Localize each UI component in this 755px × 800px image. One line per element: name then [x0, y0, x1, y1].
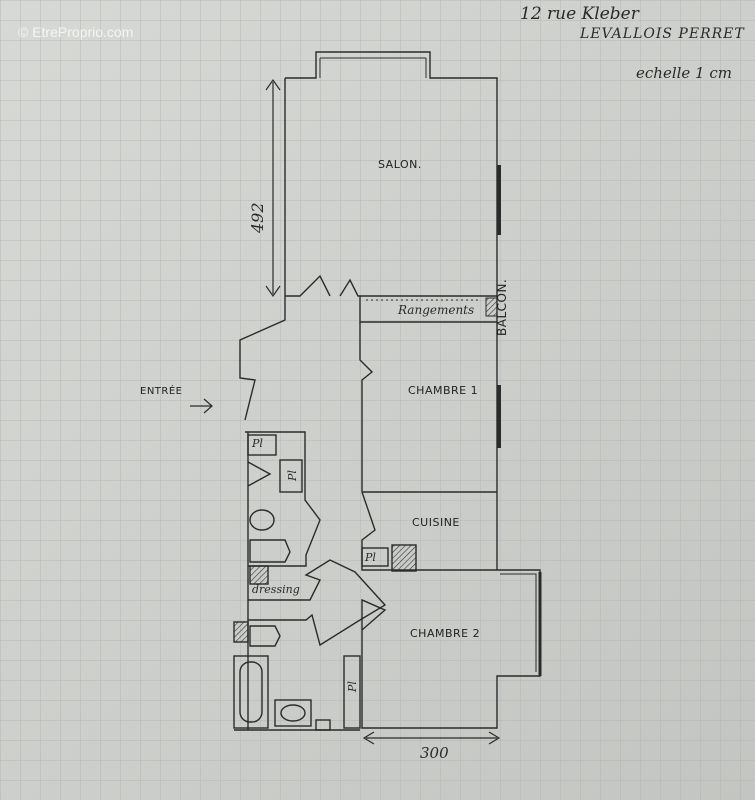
- room-chambre2: CHAMBRE 2: [410, 627, 481, 640]
- dimension-chambre2-label: 300: [420, 744, 449, 762]
- room-salon: SALON.: [378, 158, 422, 171]
- room-dressing: dressing: [252, 583, 300, 596]
- fixture-pl-3: Pl: [365, 551, 376, 564]
- dimension-salon: [265, 78, 281, 298]
- room-rangements: Rangements: [398, 303, 475, 317]
- watermark: © EtreProprio.com: [18, 24, 134, 40]
- fixture-pl-4: Pl: [346, 681, 359, 692]
- address-line1: 12 rue Kleber: [520, 4, 639, 24]
- label-balcon: BALCON.: [495, 278, 509, 336]
- label-entree: ENTRÉE: [140, 386, 183, 397]
- floor-plan: [190, 51, 542, 745]
- room-cuisine: CUISINE: [412, 516, 460, 529]
- scale-note: echelle 1 cm: [636, 64, 732, 82]
- address-line2: LEVALLOIS PERRET: [580, 26, 745, 42]
- fixture-pl-1: Pl: [252, 437, 263, 450]
- dimension-chambre2: [362, 731, 501, 745]
- salon-wall: [285, 51, 498, 296]
- fixture-pl-2: Pl: [286, 470, 299, 481]
- dimension-salon-label: 492: [248, 202, 267, 233]
- entrance-arrow: [190, 398, 213, 414]
- room-chambre1: CHAMBRE 1: [408, 384, 479, 397]
